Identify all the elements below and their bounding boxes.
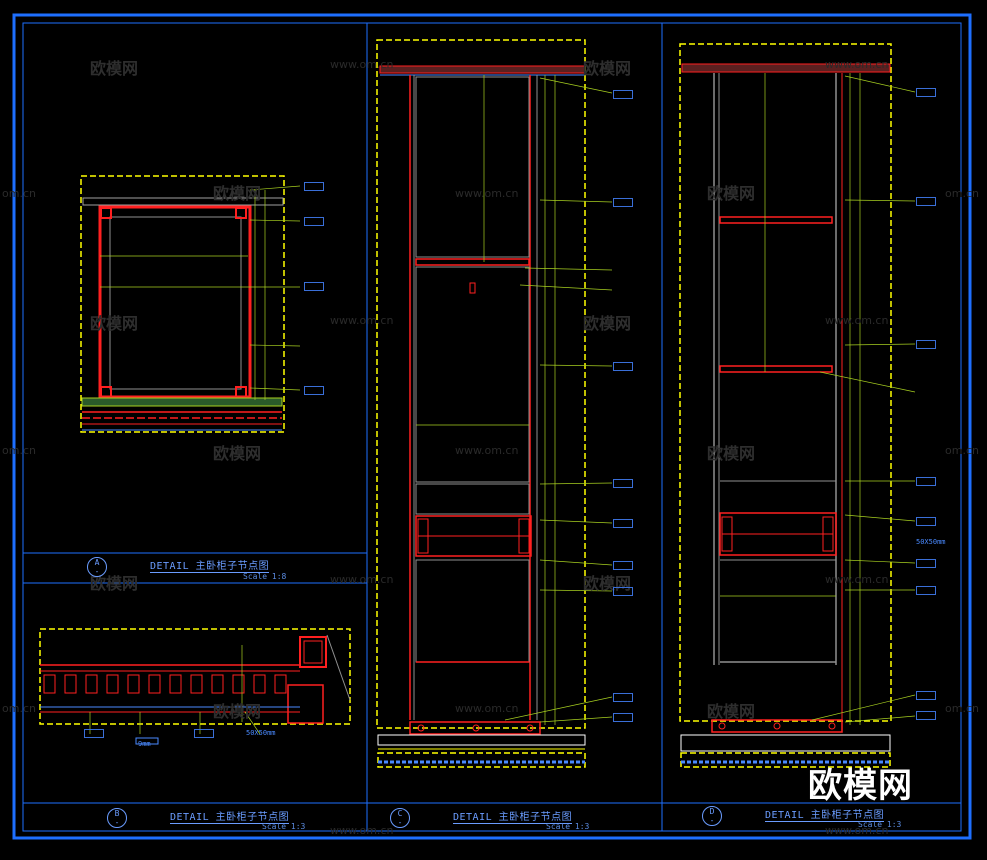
- panel-b-slot: [85, 674, 98, 694]
- panel-a-drawing: [80, 175, 301, 433]
- watermark-url: www.om.cn: [330, 58, 394, 71]
- material-tag: [916, 197, 937, 206]
- watermark-brand: 欧模网: [90, 59, 139, 78]
- panel-d-drawing: [679, 43, 916, 768]
- material-tag: [613, 519, 634, 528]
- sheet-border: [12, 13, 972, 840]
- material-tag: [916, 586, 937, 595]
- size-note: 50X50mm: [916, 538, 946, 546]
- panel-d-scale: Scale 1:3: [858, 820, 902, 829]
- watermark-url: www.om.cn: [825, 824, 889, 837]
- watermark-url: www.om.cn: [455, 702, 519, 715]
- detail-bubble-d: D-: [702, 806, 722, 826]
- detail-bubble-c: C-: [390, 808, 410, 828]
- material-tag: [916, 477, 937, 486]
- watermark-url: www.om.cn: [330, 824, 394, 837]
- panel-b-drawing: [39, 628, 351, 745]
- material-tag: [304, 386, 325, 395]
- panel-b-slot: [274, 674, 287, 694]
- watermark-brand: 欧模网: [583, 574, 632, 593]
- material-tag: [916, 711, 937, 720]
- panel-b-slot: [148, 674, 161, 694]
- panel-d-title: DETAIL 主卧柜子节点图: [765, 806, 885, 822]
- watermark-brand: 欧模网: [583, 59, 632, 78]
- material-tag: [613, 90, 634, 99]
- watermark-url: www.om.cn: [330, 573, 394, 586]
- material-tag: [84, 729, 105, 738]
- watermark-brand: 欧模网: [583, 314, 632, 333]
- watermark-url: www.om.cn: [825, 314, 889, 327]
- panel-b-slot: [127, 674, 140, 694]
- panel-c-title: DETAIL 主卧柜子节点图: [453, 808, 573, 824]
- panel-a-title: DETAIL 主卧柜子节点图: [150, 557, 270, 573]
- watermark-url: om.cn: [945, 702, 979, 715]
- material-tag: [916, 559, 937, 568]
- material-tag: [613, 561, 634, 570]
- size-note: 50X50mm: [246, 729, 276, 737]
- panel-a-scale: Scale 1:8: [243, 572, 287, 581]
- material-tag: [304, 217, 325, 226]
- material-tag: [916, 517, 937, 526]
- watermark-url: www.om.cn: [825, 573, 889, 586]
- panel-b-scale: Scale 1:3: [262, 822, 306, 831]
- material-tag: [613, 198, 634, 207]
- material-tag: [916, 88, 937, 97]
- material-tag: [613, 479, 634, 488]
- material-tag: [613, 693, 634, 702]
- material-tag: [194, 729, 215, 738]
- watermark-url: om.cn: [2, 702, 36, 715]
- material-tag: [613, 713, 634, 722]
- gap-note: 9mm: [138, 740, 151, 748]
- watermark-url: www.om.cn: [455, 187, 519, 200]
- detail-bubble-a: A-: [87, 557, 107, 577]
- watermark-url: om.cn: [2, 187, 36, 200]
- material-tag: [304, 282, 325, 291]
- watermark-url: om.cn: [945, 187, 979, 200]
- panel-b-slot: [106, 674, 119, 694]
- watermark-brand: 欧模网: [213, 444, 262, 463]
- material-tag: [613, 587, 634, 596]
- panel-b-slot: [253, 674, 266, 694]
- panel-b-slot: [211, 674, 224, 694]
- watermark-brand: 欧模网: [213, 184, 262, 203]
- watermark-brand: 欧模网: [707, 702, 756, 721]
- panel-b-slot: [64, 674, 77, 694]
- watermark-brand: 欧模网: [707, 444, 756, 463]
- panel-b-slot: [169, 674, 182, 694]
- watermark-url: www.om.cn: [330, 314, 394, 327]
- detail-bubble-b: B-: [107, 808, 127, 828]
- panel-c-scale: Scale 1:3: [546, 822, 590, 831]
- watermark-url: om.cn: [2, 444, 36, 457]
- panel-b-title: DETAIL 主卧柜子节点图: [170, 808, 290, 824]
- material-tag: [916, 340, 937, 349]
- watermark-url: om.cn: [945, 444, 979, 457]
- watermark-brand: 欧模网: [90, 314, 139, 333]
- panel-b-slot: [232, 674, 245, 694]
- watermark-brand: 欧模网: [213, 702, 262, 721]
- panel-b-slot: [190, 674, 203, 694]
- watermark-url: www.om.cn: [825, 58, 889, 71]
- material-tag: [613, 362, 634, 371]
- watermark-brand: 欧模网: [707, 184, 756, 203]
- material-tag: [916, 691, 937, 700]
- brand-logo: 欧模网: [808, 766, 913, 806]
- watermark-url: www.om.cn: [455, 444, 519, 457]
- watermark-brand: 欧模网: [90, 574, 139, 593]
- panel-b-slot: [43, 674, 56, 694]
- panel-c-drawing: [376, 39, 613, 768]
- material-tag: [304, 182, 325, 191]
